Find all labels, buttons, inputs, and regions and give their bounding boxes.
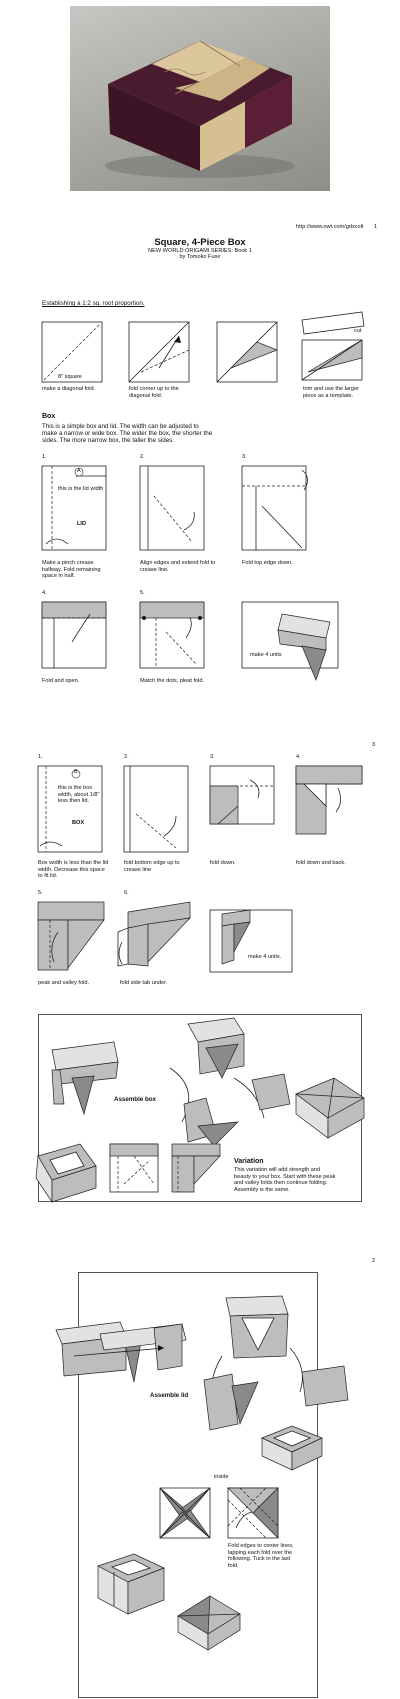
box-step-3-number: 3. — [210, 754, 215, 760]
box-step-6-number: 6. — [124, 890, 129, 896]
lid-step-2-diagram — [139, 465, 205, 551]
proportion-caption-2: fold corner up to the diagonal fold. — [129, 386, 179, 399]
box-step-2-number: 2. — [124, 754, 129, 760]
box-step-1-diagram — [37, 765, 103, 853]
lid-step-5-number: 5. — [140, 590, 145, 596]
box-step-5-diagram — [37, 901, 105, 971]
box-photo-drawing — [105, 40, 295, 178]
lid-step-5-caption: Match the dots, pleat fold. — [140, 678, 205, 684]
box-unit-diagram — [209, 909, 293, 973]
variation-diagram-1 — [35, 1143, 97, 1204]
box-step-3-diagram — [209, 765, 275, 825]
lid-inside-box-diagram — [97, 1553, 165, 1615]
lid-step-1-number: 1. — [42, 454, 47, 460]
lid-step-4-caption: Fold and open. — [42, 678, 80, 684]
lid-step-3-diagram — [241, 465, 308, 551]
variation-diagram-2 — [109, 1143, 159, 1193]
lid-step-3-number: 3. — [242, 454, 247, 460]
box-unit-caption: make 4 units. — [248, 954, 282, 960]
lid-step-2-caption: Align edges and extend fold to crease li… — [140, 560, 216, 573]
box-step-4-diagram — [295, 765, 363, 835]
box-step-1-caption: Box width is less than the lid width. De… — [38, 860, 109, 880]
square-label: 8" square — [58, 374, 82, 380]
fold-edges-text: Fold edges to center lines, lapping each… — [228, 1543, 294, 1569]
variation-text: This variation will add strength and bea… — [234, 1167, 336, 1193]
page3-number: 3 — [372, 742, 376, 748]
lid-step-2-number: 2. — [140, 454, 145, 460]
page2-number: 2 — [372, 1258, 376, 1264]
assemble-lid-diagram — [55, 1295, 349, 1431]
box-intro: This is a simple box and lid. The width … — [42, 423, 213, 445]
inside-diagram-2 — [227, 1487, 279, 1539]
box-step-3-caption: fold down. — [210, 860, 236, 866]
lid-unit-diagram — [241, 601, 339, 682]
variation-title: Variation — [234, 1158, 264, 1165]
lid-unit-caption: make 4 units — [250, 652, 282, 658]
page1-series: NEW WORLD ORIGAMI SERIES: Book 1 — [148, 248, 252, 254]
proportion-heading: Establishing a 1:2 sq. root proportion. — [42, 300, 145, 307]
box-step-5-caption: peak and valley fold. — [38, 980, 89, 986]
box-step-1-number: 1. — [38, 754, 43, 760]
box-step-6-caption: fold side tab under. — [120, 980, 168, 986]
proportion-diagram-4 — [301, 311, 365, 381]
assemble-lid-panel — [78, 1272, 318, 1698]
lid-width-note: this is the lid width — [58, 486, 104, 492]
page1-author: by Tomoko Fuse — [179, 254, 221, 260]
lid-step-1-diagram — [41, 465, 107, 551]
lid-step-4-diagram — [41, 601, 107, 669]
inside-label: inside — [214, 1474, 229, 1480]
inside-diagram-1 — [159, 1487, 211, 1539]
lid-label: LID — [77, 521, 87, 527]
proportion-caption-4: trim and use the larger piece as a templ… — [303, 386, 359, 399]
box-label: BOX — [72, 820, 85, 826]
lid-step-4-number: 4. — [42, 590, 47, 596]
lid-step-1-caption: Make a pinch crease halfway. Fold remain… — [42, 560, 101, 580]
proportion-caption-1: make a diagonal fold. — [42, 386, 96, 392]
box-heading: Box — [42, 413, 56, 420]
cut-label: cut — [354, 328, 362, 334]
assemble-lid-label: Assemble lid — [150, 1392, 189, 1399]
proportion-diagram-3 — [216, 321, 278, 383]
assemble-box-label: Assemble box — [114, 1096, 156, 1103]
page1-url[interactable]: http://www.owt.com/gdxcolt — [296, 224, 364, 230]
proportion-diagram-1 — [41, 321, 103, 383]
proportion-diagram-2 — [128, 321, 190, 383]
box-step-4-caption: fold down and back. — [296, 860, 346, 866]
box-step-6-diagram — [117, 901, 191, 967]
finished-lid-diagram — [177, 1595, 241, 1651]
box-step-4-number: 4. — [296, 754, 301, 760]
box-width-note: this is the box width, about 1/8" less t… — [58, 785, 100, 805]
assemble-box-diagram — [51, 1017, 365, 1147]
lid-step-5-diagram — [139, 601, 205, 669]
box-photo — [70, 6, 330, 191]
page1-number: 1 — [374, 224, 378, 230]
circle-a: A — [77, 468, 81, 474]
page1-title: Square, 4-Piece Box — [154, 237, 246, 248]
box-step-5-number: 5. — [38, 890, 43, 896]
variation-diagram-3 — [171, 1143, 221, 1193]
lid-step-3-caption: Fold top edge down. — [242, 560, 293, 566]
lid-assembled-diagram — [261, 1425, 323, 1471]
box-step-2-caption: fold bottom edge up to crease line — [124, 860, 180, 873]
box-step-2-diagram — [123, 765, 189, 853]
circle-b: B — [74, 769, 78, 775]
